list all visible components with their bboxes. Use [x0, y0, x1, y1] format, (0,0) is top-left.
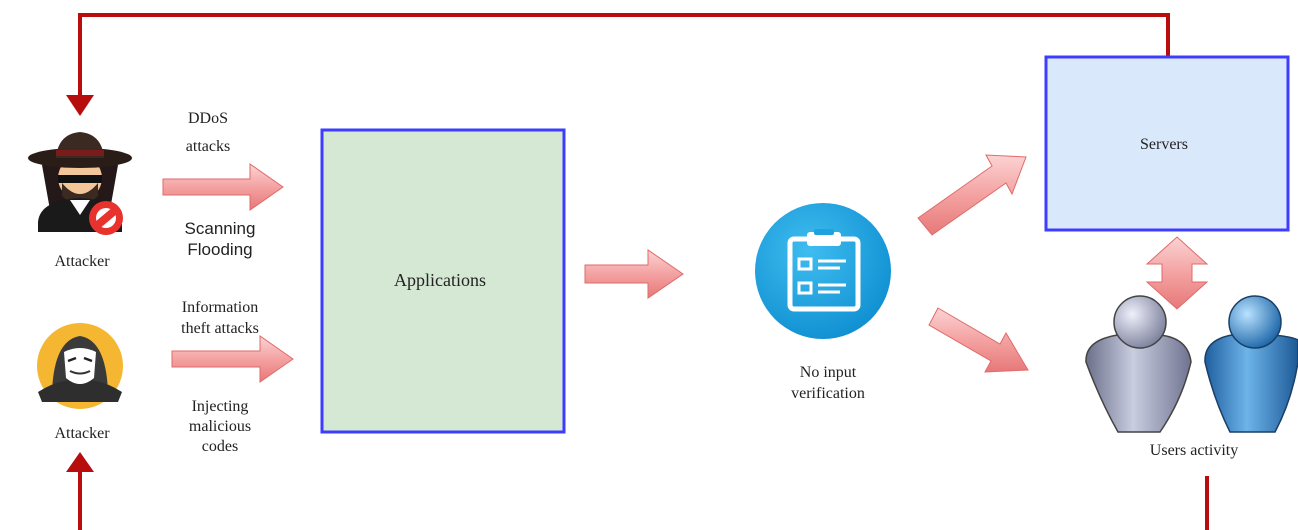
- ddos-method-1: Scanning: [185, 219, 256, 238]
- users-icon: [1085, 295, 1298, 433]
- attacker-label-2: Attacker: [54, 425, 110, 442]
- verification-label-line-1: No input: [800, 364, 857, 381]
- theft-header-line-1: Information: [182, 299, 258, 316]
- anonymous-mask-attacker-icon: [37, 323, 123, 409]
- arrow-applications-to-verification: [584, 249, 684, 299]
- attacker-label-1: Attacker: [54, 253, 110, 270]
- feedback-arrowhead-down: [66, 95, 94, 116]
- applications-label: Applications: [394, 270, 486, 290]
- clipboard-checklist-icon: [755, 203, 891, 339]
- feedback-loop-top: [78, 13, 1170, 98]
- arrow-theft-to-applications: [171, 335, 294, 383]
- applications-box: [320, 128, 566, 434]
- theft-header-line-2: theft attacks: [181, 320, 259, 337]
- servers-box: [1044, 55, 1290, 232]
- theft-method-2: malicious: [189, 418, 251, 435]
- arrow-servers-users-bidirectional: [1145, 236, 1209, 310]
- ddos-header-line-2: attacks: [186, 138, 230, 155]
- theft-method-3: codes: [202, 438, 238, 455]
- spy-attacker-icon: [28, 132, 132, 235]
- users-activity-label: Users activity: [1150, 442, 1238, 459]
- theft-method-1: Injecting: [192, 398, 249, 415]
- ddos-header-line-1: DDoS: [188, 110, 228, 127]
- feedback-loop-bottom: [66, 452, 1209, 530]
- ddos-method-2: Flooding: [187, 240, 252, 259]
- verification-label-line-2: verification: [791, 385, 865, 402]
- arrow-ddos-to-applications: [162, 163, 284, 211]
- servers-label: Servers: [1140, 136, 1188, 153]
- arrow-verification-to-servers: [917, 154, 1027, 236]
- arrow-verification-to-users: [928, 307, 1029, 373]
